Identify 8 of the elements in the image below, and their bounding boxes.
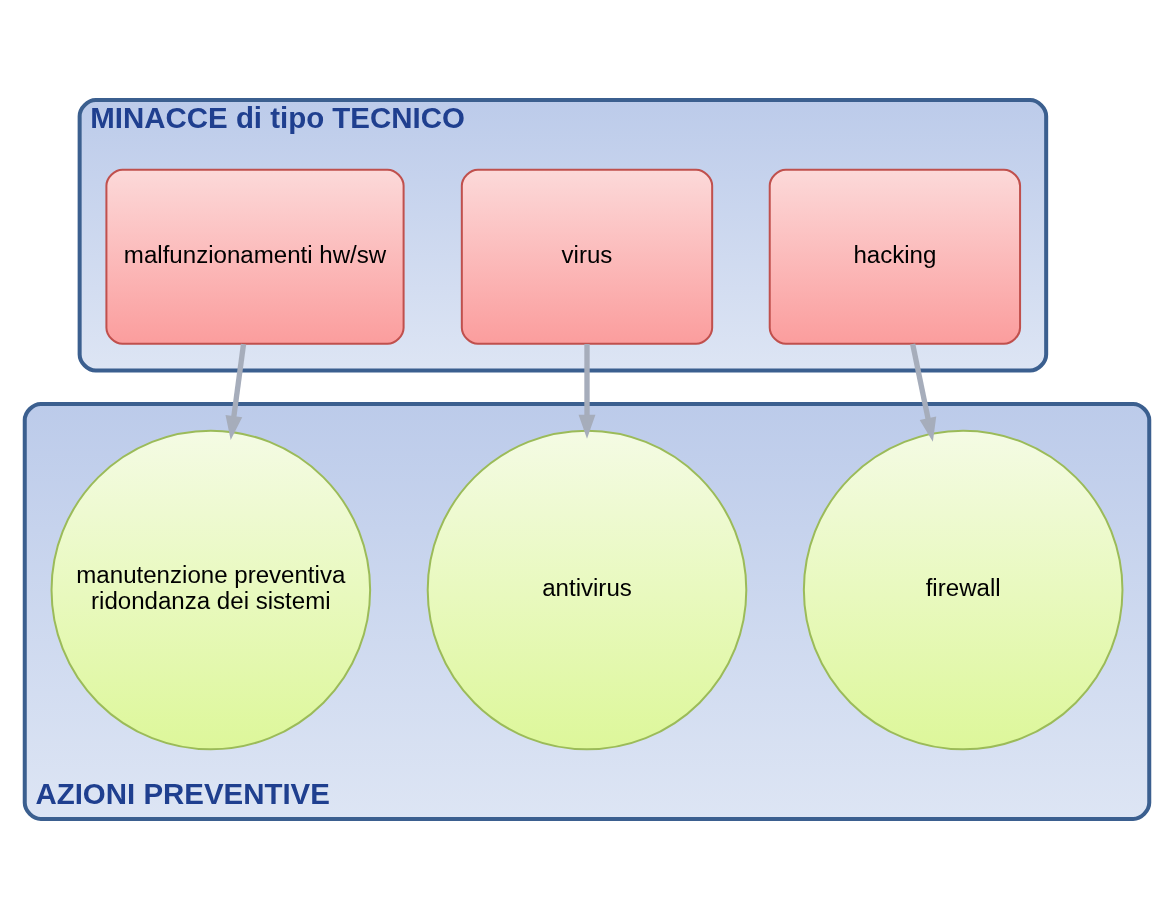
node-box: virus	[460, 168, 714, 345]
node-box: hacking	[768, 168, 1022, 345]
node-circle: firewall	[802, 429, 1124, 751]
arrow	[578, 344, 596, 439]
arrow	[910, 343, 937, 442]
node-circle: manutenzione preventiva ridondanza dei sistemi	[50, 429, 372, 751]
node-circle: antivirus	[426, 429, 748, 751]
node-box: malfunzionamenti hw/sw	[105, 168, 405, 345]
